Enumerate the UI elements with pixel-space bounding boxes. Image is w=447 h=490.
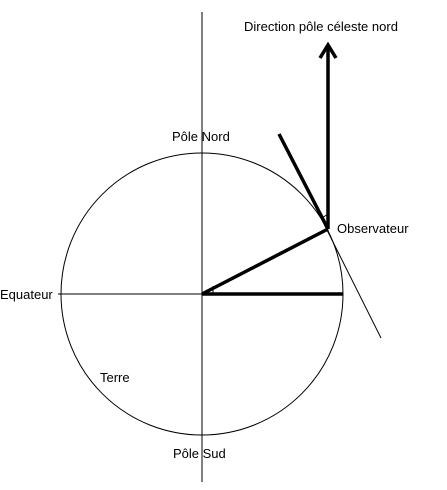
terre-label: Terre (100, 370, 130, 385)
celestial-pole-arrowhead (318, 41, 338, 59)
observer-angle-marker (321, 213, 329, 219)
equateur-label: Equateur (0, 287, 53, 302)
pole-sud-label: Pôle Sud (173, 446, 226, 461)
observateur-label: Observateur (337, 221, 409, 236)
observer-radius (201, 227, 329, 296)
pole-nord-label: Pôle Nord (172, 129, 230, 144)
direction-label: Direction pôle céleste nord (244, 19, 398, 34)
horizon-segment (277, 133, 330, 230)
